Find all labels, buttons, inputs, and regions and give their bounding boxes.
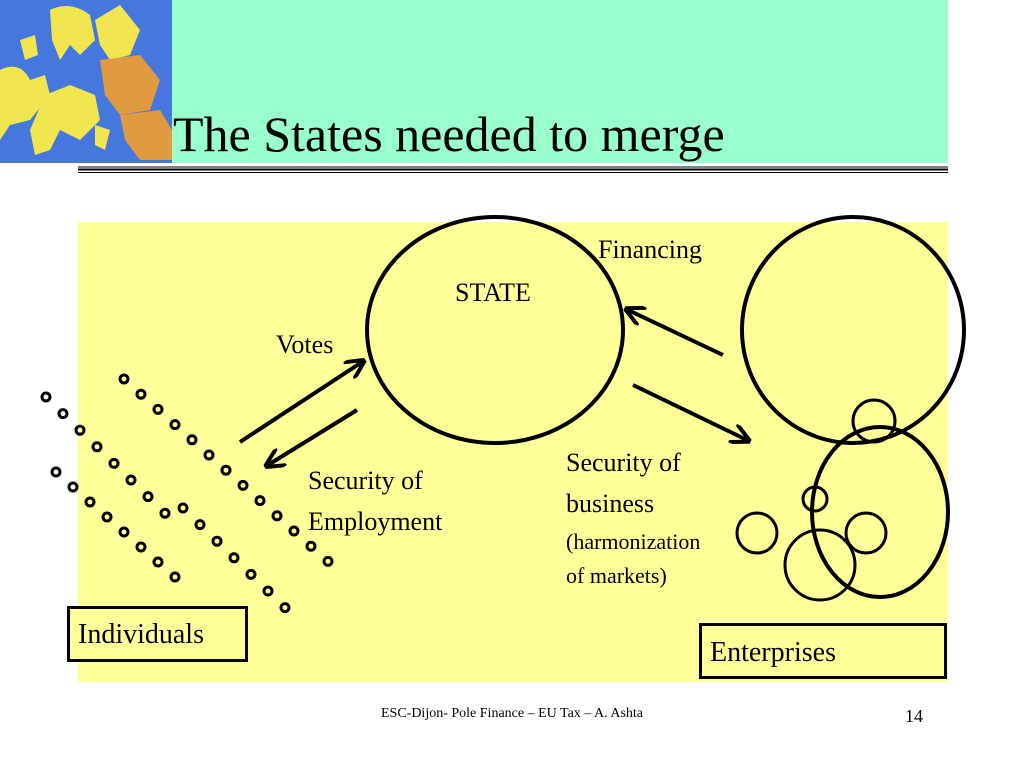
individual-dot (50, 466, 62, 478)
individual-dot (125, 474, 137, 486)
individual-dot (211, 535, 223, 547)
individual-dot (228, 552, 240, 564)
security-business-line1: Security of (566, 448, 681, 477)
employment-arrow (268, 408, 359, 465)
individual-dot (203, 449, 215, 461)
state-circle (365, 215, 625, 445)
individual-dot (135, 388, 147, 400)
individual-dot (322, 555, 334, 567)
page-number: 14 (905, 706, 923, 726)
individuals-box: Individuals (67, 606, 248, 662)
individual-dot (186, 434, 198, 446)
harmonization-line2: of markets) (566, 563, 667, 588)
small-enterprise-circle (735, 511, 779, 555)
individual-dot (57, 408, 69, 420)
security-employment-line1: Security of (308, 466, 423, 495)
individual-dot (169, 419, 181, 431)
financing-label: Financing (598, 235, 702, 264)
individual-dot (177, 502, 189, 514)
security-business-line2: business (566, 489, 655, 518)
harmonization-line1: (harmonization (566, 529, 701, 554)
individual-dot (91, 441, 103, 453)
large-enterprise-circle (740, 215, 966, 445)
individual-dot (84, 496, 96, 508)
individual-dot (169, 571, 181, 583)
small-enterprise-circle (851, 398, 897, 444)
financing-arrow (628, 310, 724, 357)
individual-dot (194, 519, 206, 531)
enterprises-box: Enterprises (699, 623, 947, 679)
individual-dot (245, 568, 257, 580)
security-employment-line2: Employment (308, 507, 443, 536)
small-enterprise-circle (801, 485, 829, 513)
individual-dot (271, 510, 283, 522)
individual-dot (67, 481, 79, 493)
individual-dot (279, 602, 291, 614)
business-arrow (632, 383, 747, 440)
individual-dot (40, 391, 52, 403)
individual-dot (254, 495, 266, 507)
individual-dot (142, 491, 154, 503)
individual-dot (108, 457, 120, 469)
individual-dot (159, 507, 171, 519)
europe-map-image (0, 0, 172, 163)
individuals-dots (40, 373, 334, 614)
small-enterprise-circle (783, 528, 857, 602)
individual-dot (135, 541, 147, 553)
votes-arrow (238, 362, 362, 444)
individual-dot (220, 464, 232, 476)
individual-dot (152, 556, 164, 568)
small-enterprise-circle (844, 511, 888, 555)
slide-title: The States needed to merge (173, 106, 725, 162)
individual-dot (262, 585, 274, 597)
diagram-panel (78, 222, 948, 682)
footer-text: ESC-Dijon- Pole Finance – EU Tax – A. As… (380, 706, 644, 721)
individual-dot (237, 479, 249, 491)
individual-dot (288, 525, 300, 537)
title-underline (78, 166, 948, 173)
individual-dot (101, 511, 113, 523)
state-label: STATE (455, 278, 531, 307)
individual-dot (118, 373, 130, 385)
individual-dot (74, 424, 86, 436)
votes-label: Votes (276, 330, 334, 359)
individual-dot (152, 403, 164, 415)
enterprise-cluster-ellipse (810, 425, 950, 599)
individual-dot (305, 540, 317, 552)
individual-dot (118, 526, 130, 538)
